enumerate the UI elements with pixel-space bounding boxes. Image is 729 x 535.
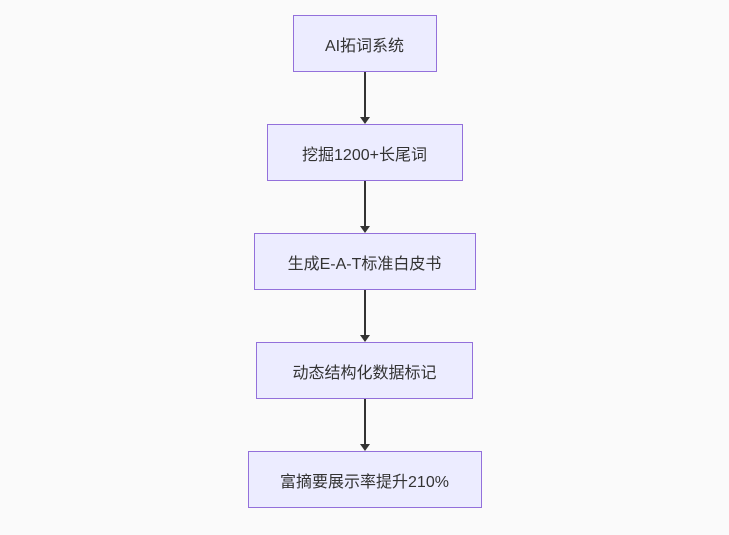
arrow-down-icon [359, 444, 370, 451]
flow-edge-2 [359, 181, 370, 233]
flow-node-ai-word-system: AI拓词系统 [292, 15, 437, 72]
flow-node-rich-snippet-rate: 富摘要展示率提升210% [247, 451, 482, 508]
flow-node-label: 富摘要展示率提升210% [280, 473, 449, 491]
flow-edge-4 [359, 399, 370, 451]
arrow-down-icon [359, 117, 370, 124]
arrow-down-icon [359, 226, 370, 233]
flow-edge-3 [359, 290, 370, 342]
flow-node-label: 生成E-A-T标准白皮书 [287, 255, 442, 273]
flow-node-eat-whitepaper: 生成E-A-T标准白皮书 [253, 233, 476, 290]
arrow-line [363, 72, 366, 117]
flow-node-longtail-keywords: 挖掘1200+长尾词 [266, 124, 463, 181]
flow-node-label: AI拓词系统 [324, 37, 405, 55]
arrow-line [363, 399, 366, 444]
flow-edge-1 [359, 72, 370, 124]
arrow-line [363, 290, 366, 335]
flow-node-label: 动态结构化数据标记 [292, 364, 437, 382]
arrow-line [363, 181, 366, 226]
flow-node-label: 挖掘1200+长尾词 [302, 146, 427, 164]
arrow-down-icon [359, 335, 370, 342]
flow-node-structured-data: 动态结构化数据标记 [256, 342, 473, 399]
